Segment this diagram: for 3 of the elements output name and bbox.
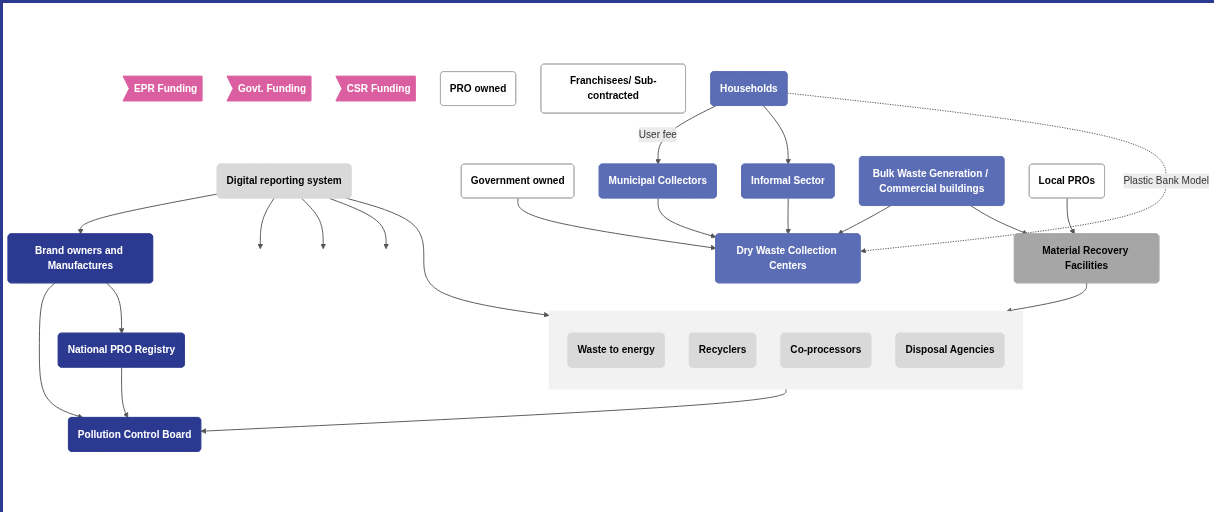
edge-label: Plastic Bank Model bbox=[1123, 175, 1209, 186]
edge-label: User fee bbox=[638, 128, 677, 140]
cluster bbox=[548, 310, 1024, 390]
